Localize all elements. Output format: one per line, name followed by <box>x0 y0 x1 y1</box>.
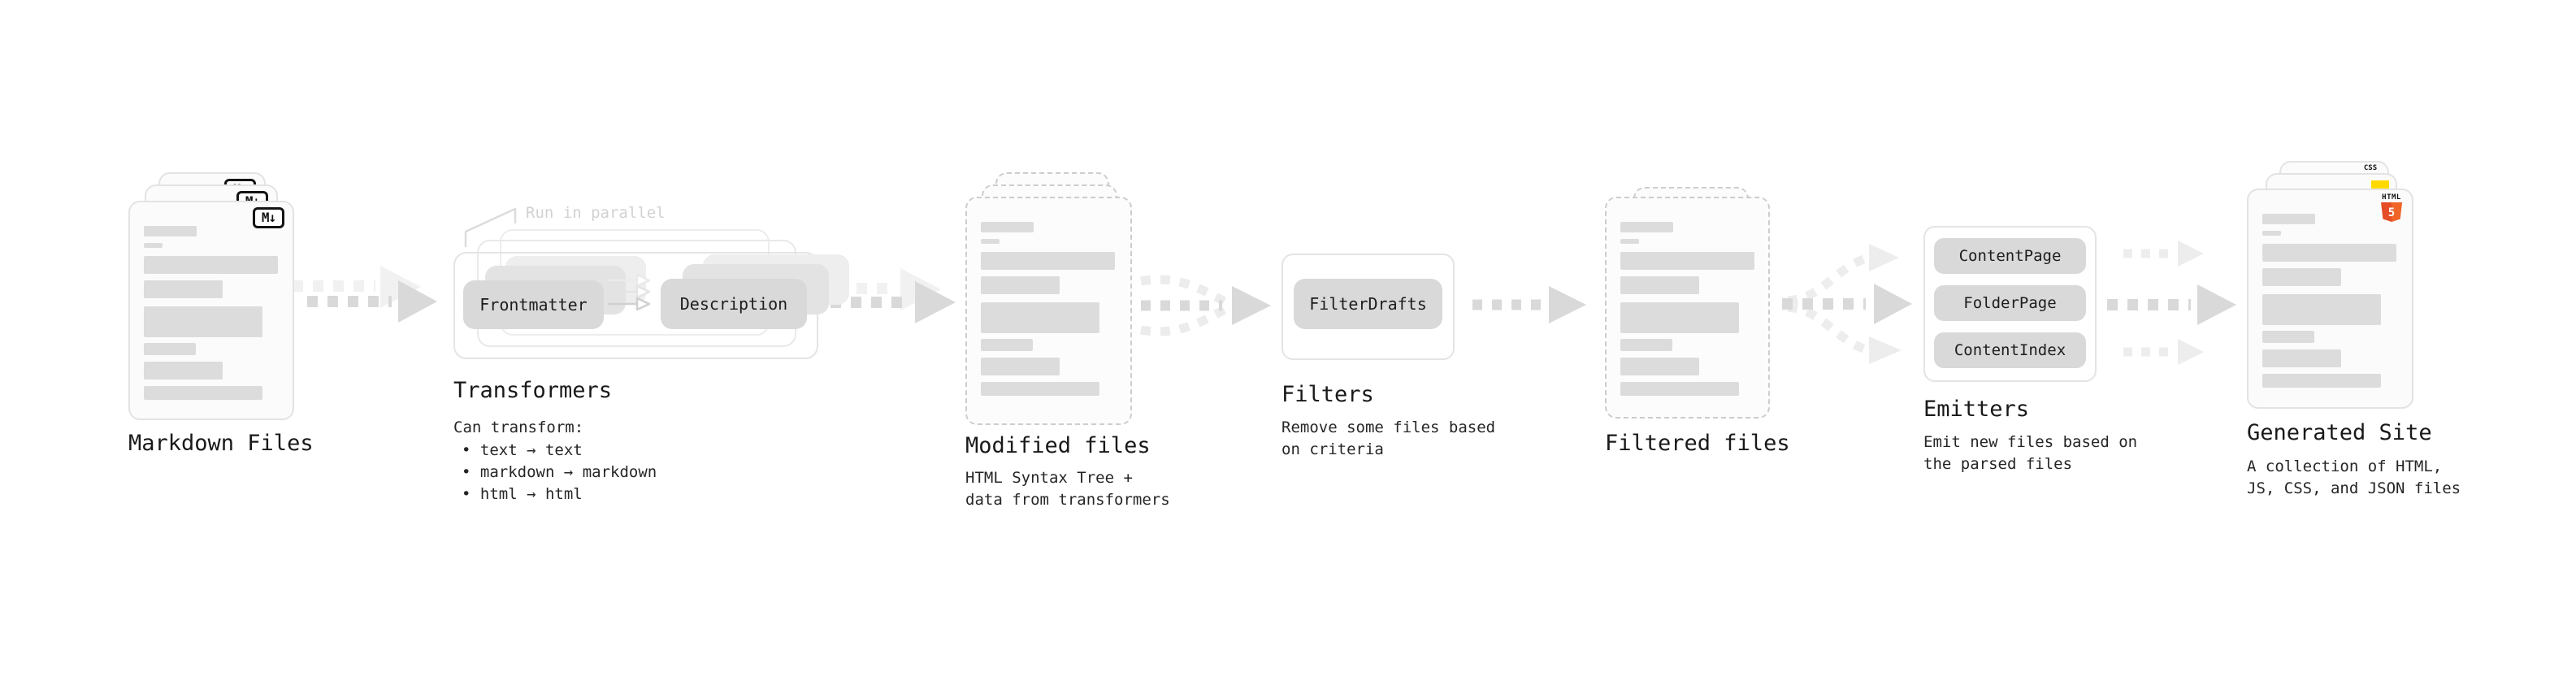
stage-label-markdown-files: Markdown Files <box>128 431 314 456</box>
arrow-modified-to-filters <box>1140 275 1271 336</box>
stage-generated-site: CSS HTML 5 <box>2247 161 2491 502</box>
doc-text-bar <box>1620 358 1699 375</box>
doc-text-bar <box>981 252 1115 270</box>
js-file-icon <box>2371 180 2389 189</box>
doc-text-bar <box>144 386 262 400</box>
doc-text-bar <box>2262 231 2281 236</box>
stage-filtered-files: Filtered files <box>1605 187 1816 463</box>
doc-text-bar <box>2262 244 2396 262</box>
emitters-description: Emit new files based on the parsed files <box>1923 432 2137 475</box>
transformers-bullet-3: • html → html <box>462 485 583 503</box>
doc-text-bar <box>2262 331 2314 343</box>
doc-text-bar <box>144 362 223 380</box>
contentpage-pill: ContentPage <box>1934 238 2086 274</box>
transformers-bullet-2: • markdown → markdown <box>462 463 657 481</box>
transformers-bullet-1: • text → text <box>462 441 583 459</box>
doc-text-bar <box>1620 302 1739 333</box>
doc-text-bar <box>2262 374 2381 388</box>
css-file-icon-label: CSS <box>2363 164 2378 172</box>
doc-text-bar <box>981 339 1033 351</box>
run-in-parallel-callout-line <box>464 207 517 248</box>
html5-icon-word: HTML <box>2382 193 2401 202</box>
generated-site-description-line2: JS, CSS, and JSON files <box>2247 479 2461 497</box>
contentindex-pill: ContentIndex <box>1934 332 2086 368</box>
html5-file-icon: HTML 5 <box>2381 193 2402 223</box>
arrow-transformers-to-modified <box>830 281 956 323</box>
markdown-badge: M↓ <box>253 207 284 228</box>
frontmatter-pill: Frontmatter <box>463 280 604 329</box>
generated-doc-html: HTML 5 <box>2247 189 2413 409</box>
doc-text-bar <box>981 239 1000 244</box>
emitters-description-line2: the parsed files <box>1923 455 2073 473</box>
filters-description-line2: on criteria <box>1281 440 1384 458</box>
filterdrafts-pill: FilterDrafts <box>1294 279 1442 329</box>
doc-text-bar <box>1620 252 1754 270</box>
filters-description: Remove some files based on criteria <box>1281 417 1495 461</box>
html5-icon-five: 5 <box>2387 206 2396 219</box>
doc-text-bar <box>2262 349 2341 367</box>
stage-transformers: Run in parallel Frontmatter Description … <box>453 203 849 512</box>
arrow-filters-to-filtered <box>1472 286 1586 323</box>
doc-text-bar <box>1620 339 1672 351</box>
doc-text-bar <box>1620 239 1639 244</box>
doc-text-bar <box>981 222 1034 232</box>
modified-files-description: HTML Syntax Tree + data from transformer… <box>965 467 1170 511</box>
folderpage-pill: FolderPage <box>1934 285 2086 321</box>
doc-text-bar <box>144 306 262 337</box>
filtered-file-doc-front <box>1605 197 1770 419</box>
arrow-markdown-to-transformers <box>307 280 437 323</box>
doc-text-bar <box>981 276 1060 294</box>
parallel-step-arrows <box>608 273 651 311</box>
stage-label-filtered-files: Filtered files <box>1605 431 1790 456</box>
generated-site-description-line1: A collection of HTML, <box>2247 458 2443 475</box>
description-pill: Description <box>661 279 807 329</box>
modified-files-description-line2: data from transformers <box>965 491 1170 509</box>
doc-text-bar <box>981 302 1099 333</box>
doc-text-bar <box>1620 382 1739 396</box>
modified-files-description-line1: HTML Syntax Tree + <box>965 469 1133 487</box>
doc-text-bar <box>1620 222 1673 232</box>
stage-label-modified-files: Modified files <box>965 433 1151 458</box>
stage-label-emitters: Emitters <box>1923 397 2030 422</box>
stage-modified-files: Modified files HTML Syntax Tree + data f… <box>965 172 1193 514</box>
doc-text-bar <box>981 382 1099 396</box>
stage-filters: FilterDrafts Filters Remove some files b… <box>1281 254 1525 481</box>
stage-markdown-files: M↓ M↓ M↓ Markdown Files <box>128 172 340 465</box>
modified-file-doc-front <box>965 197 1132 425</box>
doc-text-bar <box>981 358 1060 375</box>
markdown-file-doc-front: M↓ <box>128 201 294 420</box>
doc-text-bar <box>144 343 196 355</box>
doc-text-bar <box>2262 294 2381 325</box>
stage-label-generated-site: Generated Site <box>2247 420 2432 445</box>
stage-label-transformers: Transformers <box>453 378 613 403</box>
doc-text-bar <box>144 226 197 236</box>
doc-text-bar <box>144 280 223 298</box>
run-in-parallel-note: Run in parallel <box>526 204 666 222</box>
doc-text-bar <box>1620 276 1699 294</box>
generated-site-description: A collection of HTML, JS, CSS, and JSON … <box>2247 456 2461 500</box>
doc-text-bar <box>144 243 163 248</box>
html5-shield-icon: 5 <box>2381 202 2402 223</box>
stage-label-filters: Filters <box>1281 382 1374 407</box>
transformers-description-title: Can transform: <box>453 419 584 436</box>
arrow-filtered-to-emitters <box>1782 244 1912 364</box>
doc-text-bar <box>2262 214 2315 224</box>
arrow-emitters-to-generated <box>2107 241 2236 365</box>
emitters-description-line1: Emit new files based on <box>1923 433 2138 451</box>
doc-text-bar <box>144 256 278 274</box>
filters-description-line1: Remove some files based <box>1281 419 1496 436</box>
stage-emitters: ContentPage FolderPage ContentIndex Emit… <box>1923 226 2167 486</box>
doc-text-bar <box>2262 268 2341 286</box>
